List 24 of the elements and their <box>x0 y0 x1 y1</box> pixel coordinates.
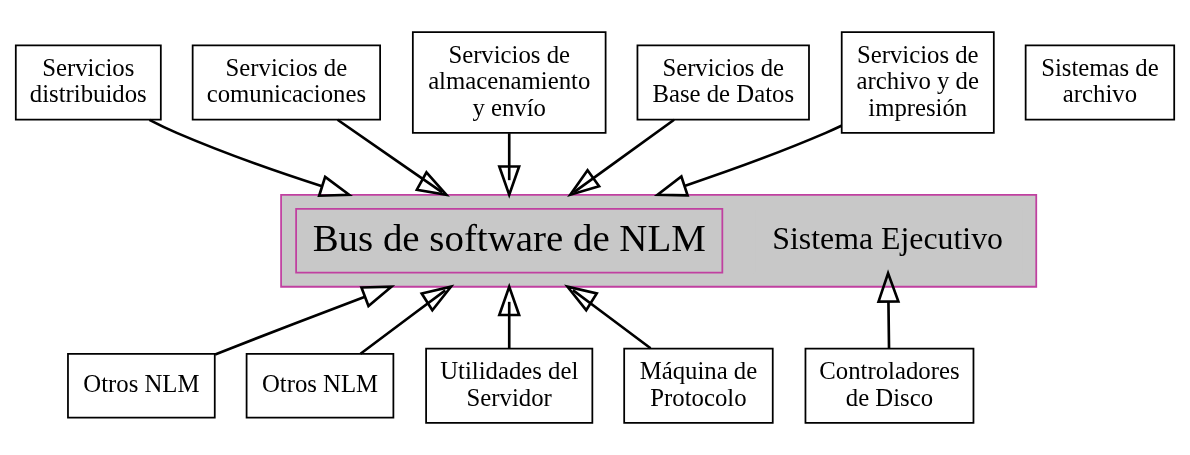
node-box: Servicios de almacenamiento y envío <box>411 31 607 134</box>
cluster <box>280 193 1038 288</box>
arrow <box>497 282 521 349</box>
arrow <box>497 133 521 199</box>
node-box: Otros NLM <box>245 353 395 419</box>
node-box: Servicios de Base de Datos <box>636 44 810 121</box>
arrow <box>336 118 450 197</box>
node-box: Servicios de archivo y de impresión <box>840 31 995 134</box>
node-box: Bus de software de NLM <box>295 208 724 274</box>
node-box: Utilidades del Servidor <box>425 347 594 424</box>
node-box: Sistemas de archivo <box>1024 44 1176 121</box>
arrow <box>148 118 353 198</box>
arrow <box>567 118 675 198</box>
node-box: Servicios de comunicaciones <box>191 44 381 121</box>
arrow <box>359 284 455 355</box>
node-box: Servicios distribuidos <box>14 44 162 121</box>
node-box: Máquina de Protocolo <box>623 347 774 424</box>
arrow <box>653 124 842 197</box>
node-box: Otros NLM <box>67 353 216 419</box>
node-text: Sistema Ejecutivo <box>772 220 1004 256</box>
arrow <box>876 269 901 349</box>
arrow <box>214 285 396 356</box>
arrow <box>564 284 652 350</box>
node-box: Controladores de Disco <box>804 347 975 424</box>
